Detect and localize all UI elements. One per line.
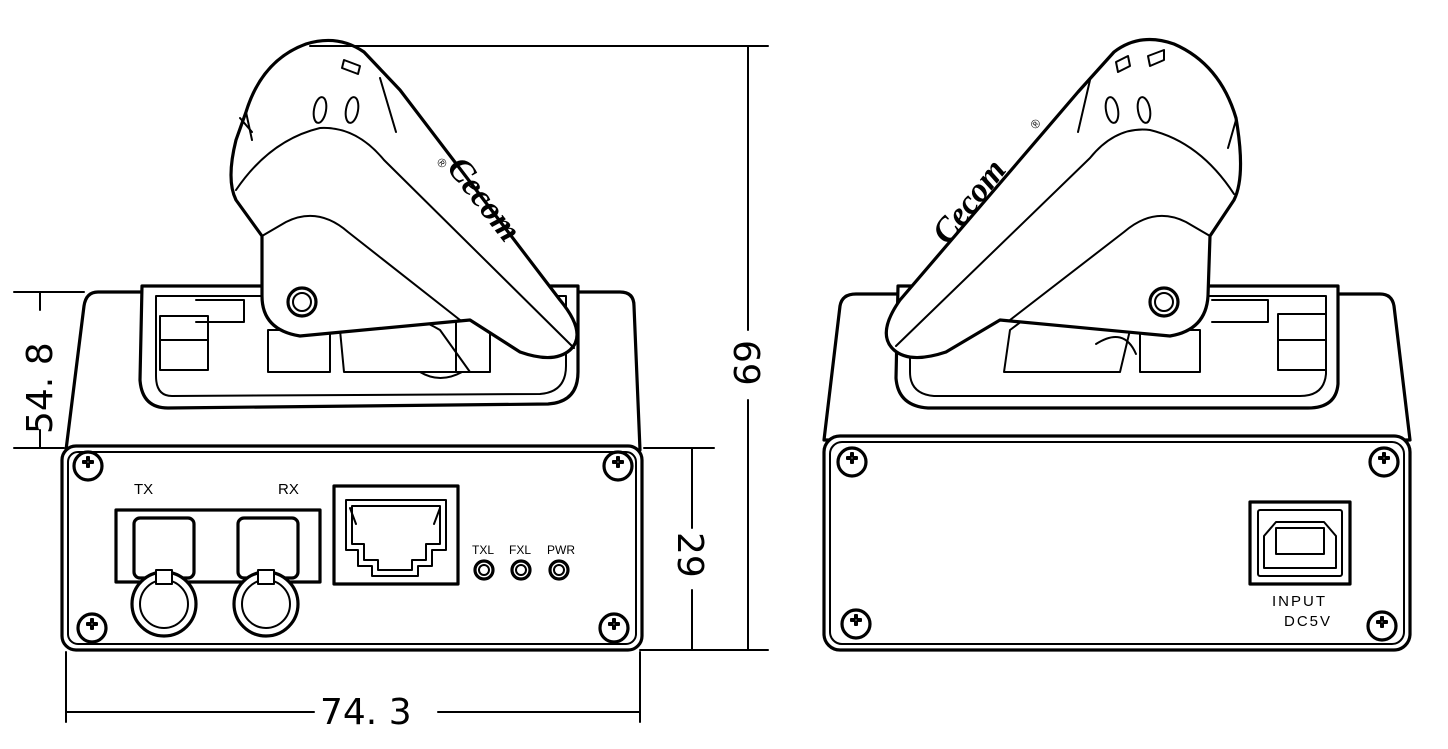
clip-pivot-screw [286,286,318,318]
dim-front-height: 29 [643,447,715,651]
rear-clip-body: Cecom ® [884,37,1243,360]
rear-screw-bl [840,608,872,640]
clip-base-inner [155,295,567,397]
tx-label: TX [134,481,153,498]
rx-st-connector [232,516,300,638]
rear-clip-vent-2 [1104,96,1120,124]
front-screw-tr [602,450,634,482]
rear-clip-vent-1 [1136,96,1152,124]
led-txl [473,559,495,581]
dim-front-height-value: 29 [669,532,710,578]
led-label-pwr: PWR [547,543,575,557]
rear-screw-tl [836,446,868,478]
dim-total-height-value: 69 [725,340,766,386]
rear-view: Cecom ® INPUT DC5V [822,37,1412,652]
clip-vent-2 [344,96,360,124]
tx-st-connector [130,516,198,638]
clip-vent-1 [312,96,328,124]
led-label-txl: TXL [472,543,494,557]
rear-panel [822,434,1412,652]
rear-tray-slot-6 [1095,335,1137,355]
dim-total-height: 69 [309,45,769,651]
front-screw-bl [76,612,108,644]
dim-width: 74. 3 [65,651,641,733]
rear-screw-tr [1368,446,1400,478]
rear-screw-br [1366,610,1398,642]
input-label: INPUT [1272,593,1327,610]
tray-slot-3 [195,299,245,323]
power-label: DC5V [1284,613,1332,630]
clip-body: Cecom ® [229,38,579,360]
rj45-port [332,484,460,586]
rear-tray-slot-1 [1277,313,1327,371]
front-screw-br [598,612,630,644]
front-screw-tl [72,450,104,482]
dim-width-value: 74. 3 [320,692,412,733]
brand-mark-right: ® [1027,116,1044,132]
led-fxl [510,559,532,581]
led-label-fxl: FXL [509,543,531,557]
front-view: Cecom ® TX RX [13,38,769,733]
front-panel [60,444,644,652]
dim-depth: 54. 8 [13,291,85,449]
tray-slot-7 [419,371,463,379]
led-pwr [548,559,570,581]
fiber-port-housing [114,508,322,584]
rear-tray-slot-3 [1211,299,1269,323]
dim-depth-value: 54. 8 [20,342,61,434]
rear-clip-pivot-screw [1148,286,1180,318]
rx-label: RX [278,481,299,498]
tray-slot-1 [159,315,209,371]
usb-b-port [1248,500,1352,586]
